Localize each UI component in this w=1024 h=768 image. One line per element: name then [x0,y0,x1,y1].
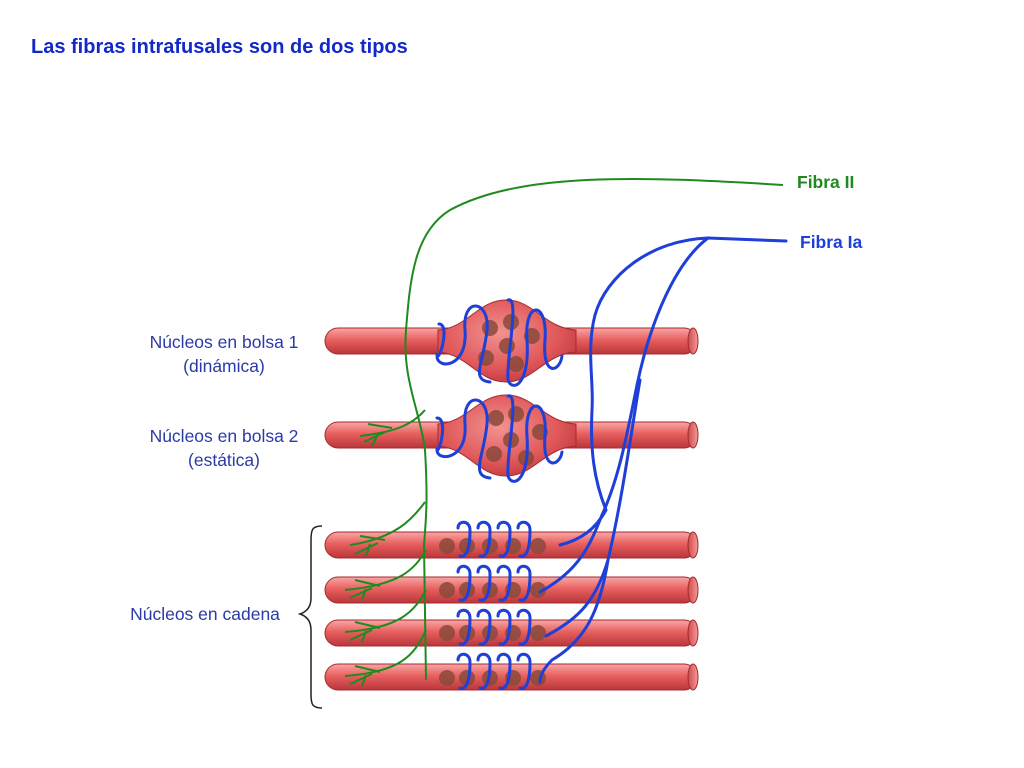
label-chain-name: Núcleos en cadena [130,604,280,624]
label-bag-2-name: Núcleos en bolsa 2 [149,426,299,446]
page-title: Las fibras intrafusales son de dos tipos [31,36,408,58]
label-chain: Núcleos en cadena [100,602,310,626]
fibra-ia-nerve [435,236,788,690]
label-bag-1-name: Núcleos en bolsa 1 [149,332,299,352]
label-fibra-ii: Fibra II [797,172,855,192]
chain-brace [297,525,323,709]
label-bag-2-type: (estática) [188,450,260,470]
label-fibra-ia: Fibra Ia [800,232,863,252]
label-bag-1: Núcleos en bolsa 1 (dinámica) [120,330,328,378]
label-bag-2: Núcleos en bolsa 2 (estática) [120,424,328,472]
fibra-ii-nerve [344,177,784,687]
label-bag-1-type: (dinámica) [183,356,265,376]
